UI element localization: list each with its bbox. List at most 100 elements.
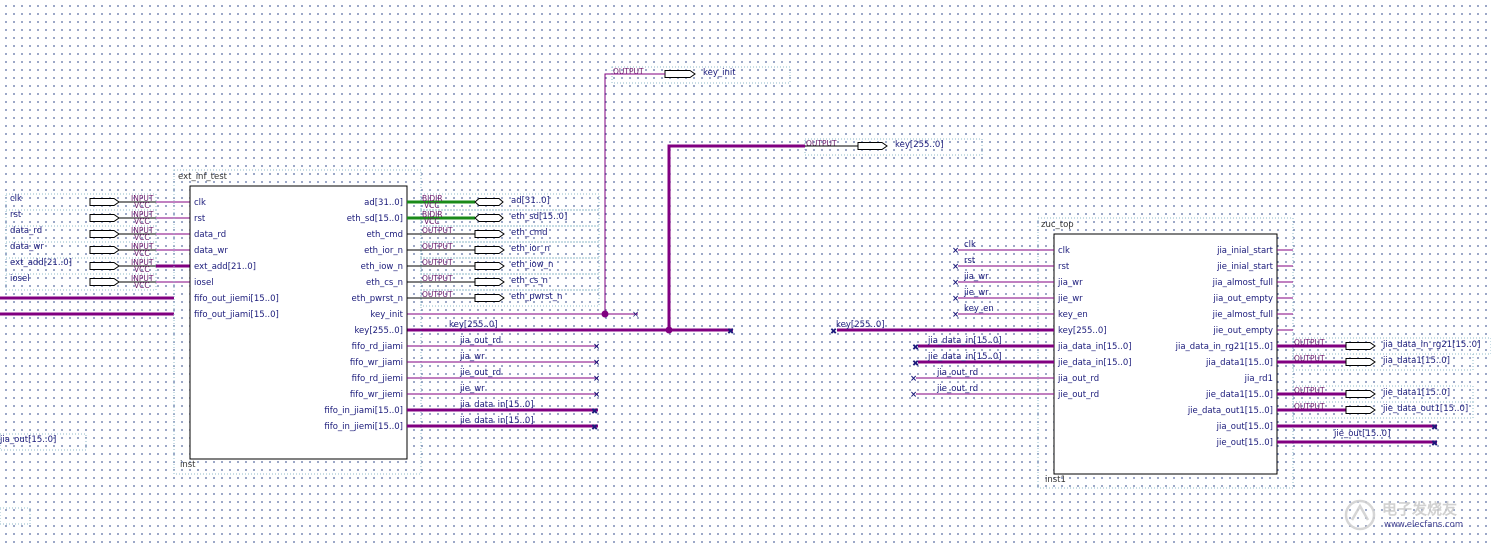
block2-in-net-label: key_en [964,304,994,314]
block1-out-port: ad[31..0] [364,198,403,208]
output-pin-label: eth_cmd [511,228,548,238]
block2-in-net-label: key[255..0] [836,320,885,330]
output-pin-tag: OUTPUT [422,258,453,267]
no-connect-mark: × [593,358,600,368]
block1-net-label: jie_wr [459,384,485,394]
output-pin-tag: OUTPUT [422,242,453,251]
block1-in-port: data_rd [194,230,226,240]
output-pin-shape [474,294,505,302]
block2-in-port: jie_data_in[15..0] [1057,358,1132,368]
output-pin-tag: BIDIR [422,194,443,203]
block1-in-port: ext_add[21..0] [194,262,256,272]
no-connect-mark: × [593,390,600,400]
block1-net-label: jia_data_in[15..0] [459,400,534,410]
block-zuc-top[interactable]: zuc_top inst1 clkrstjia_wrjie_wrkey_enke… [1037,217,1294,489]
output-pin-sub: VCC [424,201,440,210]
block1-net-label: jia_out_rd [459,336,501,346]
block2-out-port: jia_out[15..0] [1216,422,1273,432]
block2-in-net-label: jie_data_in[15..0] [927,352,1002,362]
no-connect-mark: × [910,374,917,384]
block2-output-pin-3[interactable]: OUTPUT jie_data1[15..0] [1277,385,1474,403]
block1-out-port: eth_iow_n [361,262,403,272]
output-pin-shape [474,214,504,222]
block1-title: ext_inf_test [178,172,228,182]
input-pin-name: data_wr [10,242,44,252]
input-pin-sub: VCC [134,249,150,258]
block2-in-port: jia_wr [1057,278,1083,288]
pin-key-init-label: key_init [703,68,736,78]
input-pin-shape [89,214,120,222]
block2-instance: inst1 [1045,475,1066,485]
no-connect-mark: ✖ [591,423,598,433]
block1-out-port: fifo_wr_jiami [350,358,403,368]
output-pin-shape [1345,342,1376,350]
block2-in-net-label: jia_out_rd [936,368,978,378]
pin-key-init[interactable]: OUTPUT key_init [611,66,791,84]
input-pin-tag: INPUT [131,274,154,283]
input-pin-shape [89,198,120,206]
no-connect-mark: × [952,310,959,320]
block2-in-port: jie_wr [1057,294,1083,304]
watermark: 电子发烧友 www.elecfans.com [1344,499,1463,531]
bus-end-mark: ✖ [727,327,734,337]
watermark-logo-icon [1344,499,1376,531]
watermark-url: www.elecfans.com [1384,520,1463,530]
block2-out-port: jie_almost_full [1212,310,1273,320]
output-pin-tag: OUTPUT [1294,338,1325,347]
output-pin-frame [420,273,600,291]
block1-out-port: fifo_in_jiemi[15..0] [324,422,403,432]
no-connect-mark: × [952,262,959,272]
input-pin-name: rst [10,210,22,220]
output-pin-frame [420,225,600,243]
block2-in-port: key_en [1058,310,1088,320]
block1-out-port: fifo_rd_jiami [352,342,403,352]
output-pin-5[interactable]: OUTPUT eth_iow_n [407,257,600,275]
input-pin-tag: INPUT [131,210,154,219]
block1-ports: clkrstdata_rddata_wrext_add[21..0]ioself… [194,198,404,432]
pin-key-bus[interactable]: OUTPUT key[255..0] [804,138,983,156]
block1-out-port: fifo_in_jiami[15..0] [324,406,403,416]
block-ext-inf-test[interactable]: ext_inf_test inst clkrstdata_rddata_wrex… [173,169,422,475]
output-pin-shape [1345,358,1376,366]
no-connect-mark: ✖ [591,407,598,417]
output-pin-sub: VCC [424,217,440,226]
no-connect-mark: × [910,390,917,400]
input-pin-name: iosel [10,274,30,284]
output-pin-tag: OUTPUT [422,274,453,283]
block1-in-port: clk [194,198,206,208]
output-pin-tag: OUTPUT [1294,402,1325,411]
wire-key-init[interactable] [407,73,665,315]
output-pin-tag: OUTPUT [1294,386,1325,395]
bus-key[interactable] [407,144,805,332]
no-connect-mark: × [952,246,959,256]
block1-out-port: eth_ior_n [364,246,403,256]
input-pin-tag: INPUT [131,226,154,235]
block1-net-label: key[255..0] [449,320,498,330]
output-pin-label: jie_data1[15..0] [1382,388,1450,398]
input-pin-sub: VCC [134,281,150,290]
block1-net-label: jia_wr [459,352,485,362]
junction-dot [665,326,673,334]
block2-in-port: key[255..0] [1058,326,1107,336]
block1-out-port: fifo_rd_jiemi [352,374,403,384]
output-pin-label: eth_iow_n [511,260,553,270]
input-pin-tag: INPUT [131,258,154,267]
block1-net-label: jie_out_rd [459,368,501,378]
